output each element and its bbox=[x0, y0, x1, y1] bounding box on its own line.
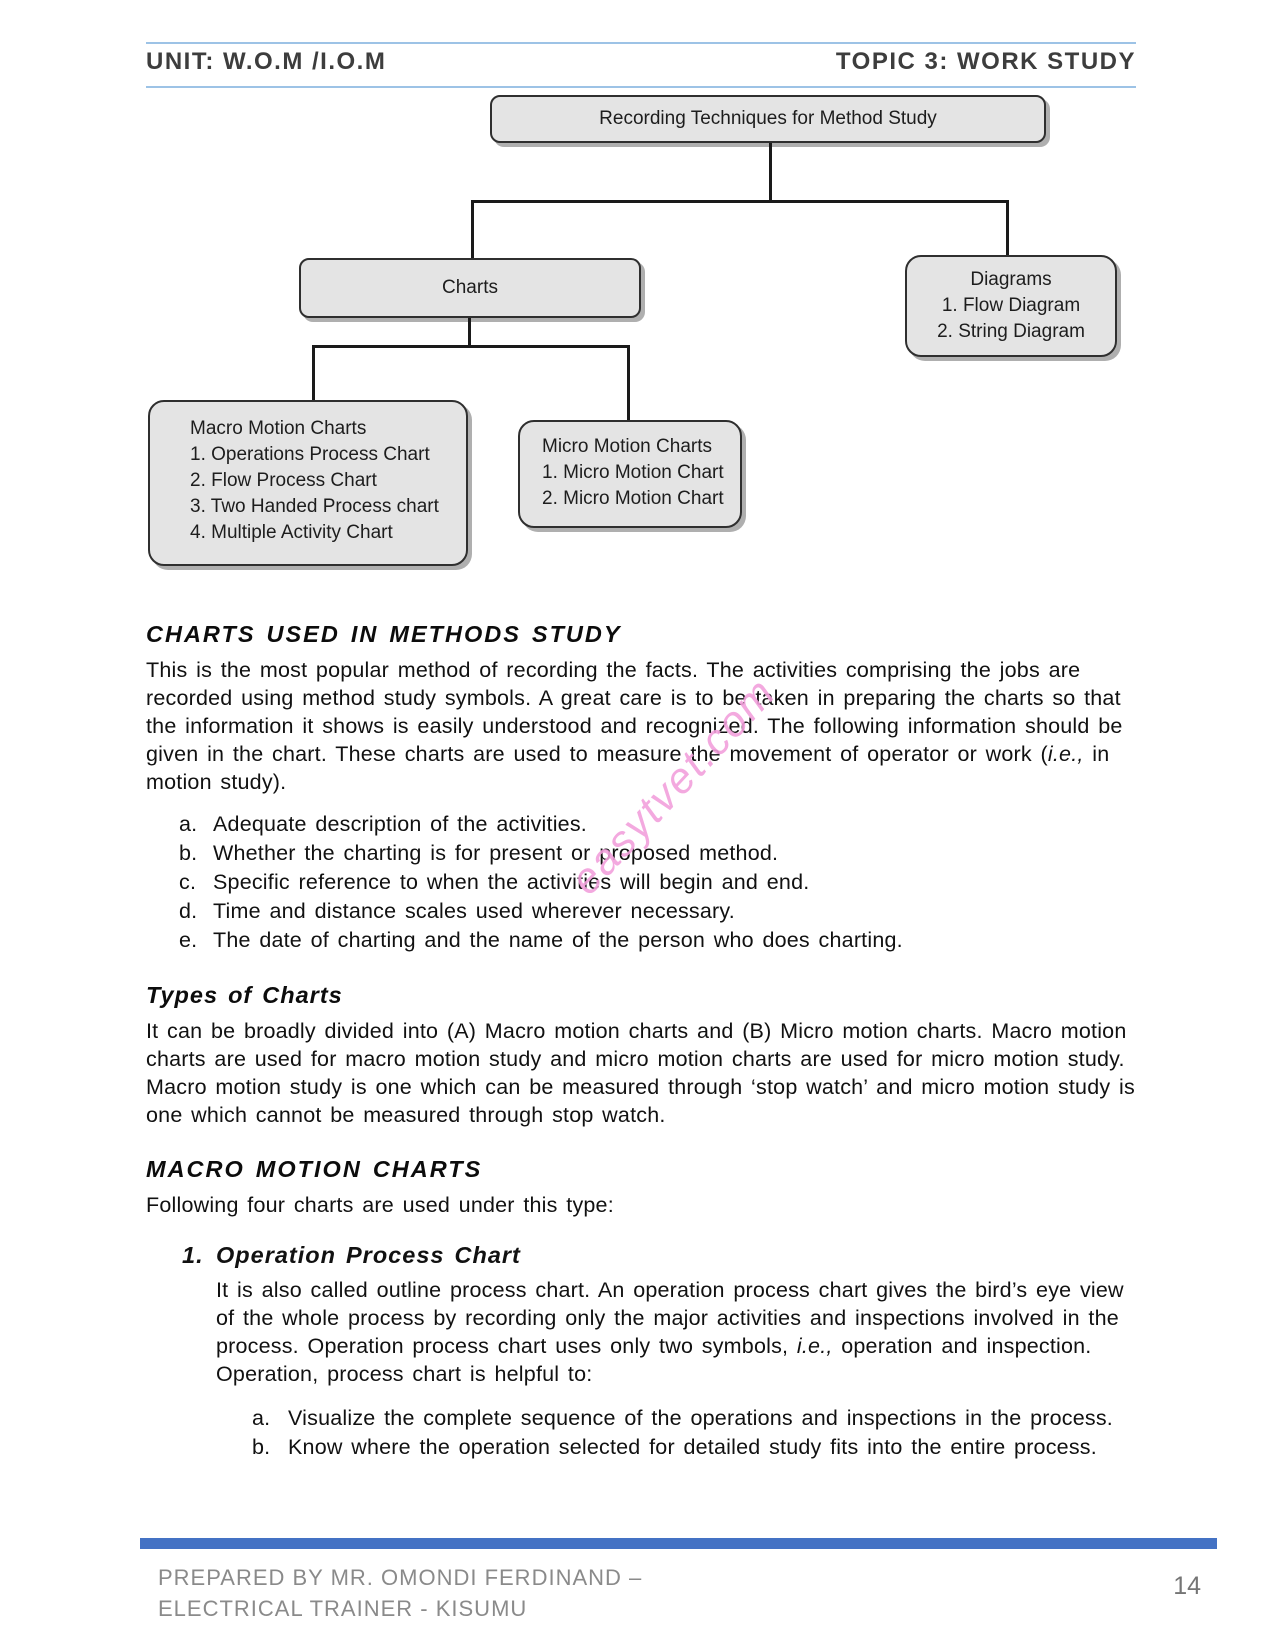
flowchart-root-label: Recording Techniques for Method Study bbox=[599, 108, 937, 129]
connector-diagrams-drop bbox=[1006, 200, 1009, 257]
list-item: b. Whether the charting is for present or… bbox=[179, 839, 1136, 868]
chart-info-list: a. Adequate description of the activities… bbox=[179, 810, 1136, 955]
list-text: Time and distance scales used wherever n… bbox=[213, 899, 735, 923]
list-text: Visualize the complete sequence of the o… bbox=[288, 1406, 1113, 1430]
list-item: a. Adequate description of the activities… bbox=[179, 810, 1136, 839]
header-topic-label: TOPIC 3: WORK STUDY bbox=[835, 48, 1136, 75]
list-marker: a. bbox=[252, 1406, 271, 1430]
list-text: Specific reference to when the activitie… bbox=[213, 870, 810, 894]
list-marker: c. bbox=[179, 870, 197, 894]
header-rule-top bbox=[146, 42, 1136, 44]
list-text: Know where the operation selected for de… bbox=[288, 1435, 1097, 1459]
flowchart-charts-label: Charts bbox=[442, 277, 498, 298]
types-of-charts-paragraph: It can be broadly divided into (A) Macro… bbox=[146, 1019, 1135, 1127]
footer-credit-line1: PREPARED BY MR. OMONDI FERDINAND – bbox=[158, 1565, 643, 1590]
list-marker: b. bbox=[252, 1435, 271, 1459]
recording-techniques-flowchart: Recording Techniques for Method Study Ch… bbox=[0, 0, 1275, 600]
section-heading-types-of-charts: Types of Charts bbox=[146, 982, 343, 1008]
footer-credit-line2: ELECTRICAL TRAINER - KISUMU bbox=[158, 1596, 528, 1621]
connector-level2-horizontal bbox=[312, 345, 630, 348]
heading-text: Operation Process Chart bbox=[216, 1242, 521, 1268]
operation-chart-paragraph: It is also called outline process chart.… bbox=[216, 1276, 1136, 1388]
macro-item: 2. Flow Process Chart bbox=[190, 470, 377, 491]
micro-title: Micro Motion Charts bbox=[542, 436, 712, 457]
paragraph-italic-text: i.e., bbox=[1047, 742, 1084, 766]
list-marker: a. bbox=[179, 812, 198, 836]
section-heading-macro-motion: MACRO MOTION CHARTS bbox=[146, 1156, 483, 1182]
list-marker: e. bbox=[179, 928, 198, 952]
header-unit-label: UNIT: W.O.M /I.O.M bbox=[146, 48, 387, 75]
connector-charts-bottom-drop bbox=[468, 318, 471, 348]
diagrams-title: Diagrams bbox=[970, 269, 1052, 290]
list-item: e. The date of charting and the name of t… bbox=[179, 926, 1136, 955]
list-item: c. Specific reference to when the activit… bbox=[179, 868, 1136, 897]
paragraph-text: operation and inspection. Operation, pro… bbox=[216, 1334, 1092, 1386]
diagrams-item: 1. Flow Diagram bbox=[941, 295, 1081, 316]
list-text: Whether the charting is for present or p… bbox=[213, 841, 779, 865]
page-header: UNIT: W.O.M /I.O.M TOPIC 3: WORK STUDY bbox=[146, 48, 1136, 76]
connector-macro-drop bbox=[312, 345, 315, 402]
footer-accent-bar bbox=[140, 1538, 1217, 1549]
flowchart-root-box: Recording Techniques for Method Study bbox=[490, 95, 1046, 143]
flowchart-micro-box: Micro Motion Charts 1. Micro Motion Char… bbox=[518, 420, 742, 528]
list-item: a. Visualize the complete sequence of the… bbox=[252, 1404, 1136, 1433]
connector-micro-drop bbox=[627, 345, 630, 422]
micro-item: 2. Micro Motion Chart bbox=[542, 488, 724, 509]
header-rule-bottom bbox=[146, 86, 1136, 88]
list-text: The date of charting and the name of the… bbox=[213, 928, 903, 952]
connector-level1-horizontal bbox=[471, 200, 1009, 203]
operation-process-chart-section: 1. Operation Process Chart It is also ca… bbox=[182, 1241, 1136, 1462]
paragraph-text: It is also called outline process chart.… bbox=[216, 1278, 1124, 1358]
macro-item: 1. Operations Process Chart bbox=[190, 444, 430, 465]
operation-chart-benefits-list: a. Visualize the complete sequence of the… bbox=[252, 1404, 1136, 1462]
list-marker: d. bbox=[179, 899, 198, 923]
flowchart-charts-box: Charts bbox=[299, 258, 641, 318]
operation-chart-heading: 1. Operation Process Chart bbox=[182, 1241, 1136, 1269]
connector-root-drop bbox=[769, 143, 772, 202]
paragraph-text: This is the most popular method of recor… bbox=[146, 658, 1123, 766]
list-item: d. Time and distance scales used wherever… bbox=[179, 897, 1136, 926]
diagrams-item: 2. String Diagram bbox=[937, 321, 1085, 342]
macro-title: Macro Motion Charts bbox=[190, 418, 367, 439]
page-number: 14 bbox=[1173, 1572, 1201, 1600]
flowchart-diagrams-box: Diagrams 1. Flow Diagram 2. String Diagr… bbox=[905, 255, 1117, 357]
charts-used-paragraph: This is the most popular method of recor… bbox=[146, 656, 1136, 796]
list-item: b. Know where the operation selected for … bbox=[252, 1433, 1136, 1462]
paragraph-text: in motion study). bbox=[146, 742, 1110, 794]
list-marker: b. bbox=[179, 841, 198, 865]
heading-number: 1. bbox=[182, 1242, 204, 1268]
macro-item: 4. Multiple Activity Chart bbox=[190, 522, 393, 543]
macro-item: 3. Two Handed Process chart bbox=[190, 496, 439, 517]
list-text: Adequate description of the activities. bbox=[213, 812, 587, 836]
flowchart-macro-box: Macro Motion Charts 1. Operations Proces… bbox=[148, 400, 468, 566]
macro-motion-intro: Following four charts are used under thi… bbox=[146, 1193, 614, 1217]
paragraph-italic-text: i.e., bbox=[796, 1334, 833, 1358]
document-body: CHARTS USED IN METHODS STUDY This is the… bbox=[146, 620, 1136, 1462]
connector-charts-drop bbox=[471, 200, 474, 260]
section-heading-charts-used: CHARTS USED IN METHODS STUDY bbox=[146, 621, 622, 647]
footer-credit: PREPARED BY MR. OMONDI FERDINAND – ELECT… bbox=[158, 1562, 642, 1624]
micro-item: 1. Micro Motion Chart bbox=[542, 462, 724, 483]
